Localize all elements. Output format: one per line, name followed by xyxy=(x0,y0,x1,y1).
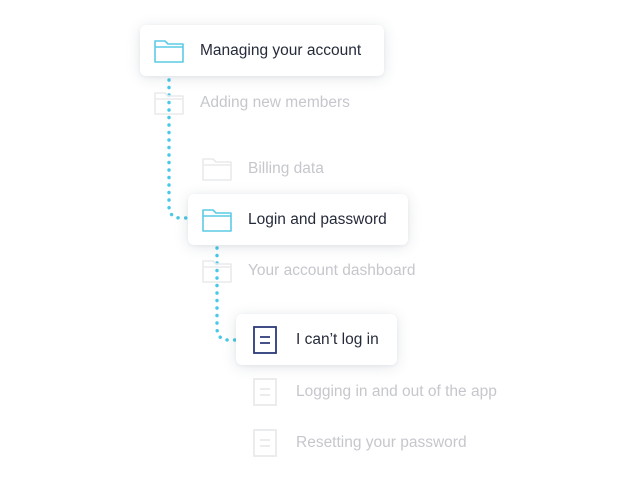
folder-icon xyxy=(152,86,186,120)
folder-icon xyxy=(200,254,234,288)
tree-item-label: Logging in and out of the app xyxy=(296,383,497,400)
tree-item-label: Login and password xyxy=(248,211,387,228)
tree-item-label: I can’t log in xyxy=(296,331,379,348)
tree-item-label: Your account dashboard xyxy=(248,262,416,279)
folder-icon xyxy=(200,152,234,186)
tree-item-billing-data[interactable]: Billing data xyxy=(200,151,324,187)
tree-item-i-cant-log-in[interactable]: I can’t log in xyxy=(236,314,397,365)
folder-icon xyxy=(200,203,234,237)
document-icon xyxy=(248,323,282,357)
document-icon xyxy=(248,375,282,409)
tree-item-resetting-your-password[interactable]: Resetting your password xyxy=(248,425,467,461)
tree-item-logging-in-and-out[interactable]: Logging in and out of the app xyxy=(248,374,497,410)
connector-level-1 xyxy=(167,78,190,220)
connector-level-2 xyxy=(215,246,238,342)
tree-item-label: Adding new members xyxy=(200,94,350,111)
folder-icon xyxy=(152,34,186,68)
tree-item-login-and-password[interactable]: Login and password xyxy=(188,194,408,245)
document-icon xyxy=(248,426,282,460)
tree-item-label: Billing data xyxy=(248,160,324,177)
tree-item-your-account-dashboard[interactable]: Your account dashboard xyxy=(200,253,415,289)
tree-item-adding-new-members[interactable]: Adding new members xyxy=(152,85,350,121)
tree-item-label: Managing your account xyxy=(200,42,362,59)
tree-item-managing-your-account[interactable]: Managing your account xyxy=(140,25,384,76)
tree-item-label: Resetting your password xyxy=(296,434,467,451)
